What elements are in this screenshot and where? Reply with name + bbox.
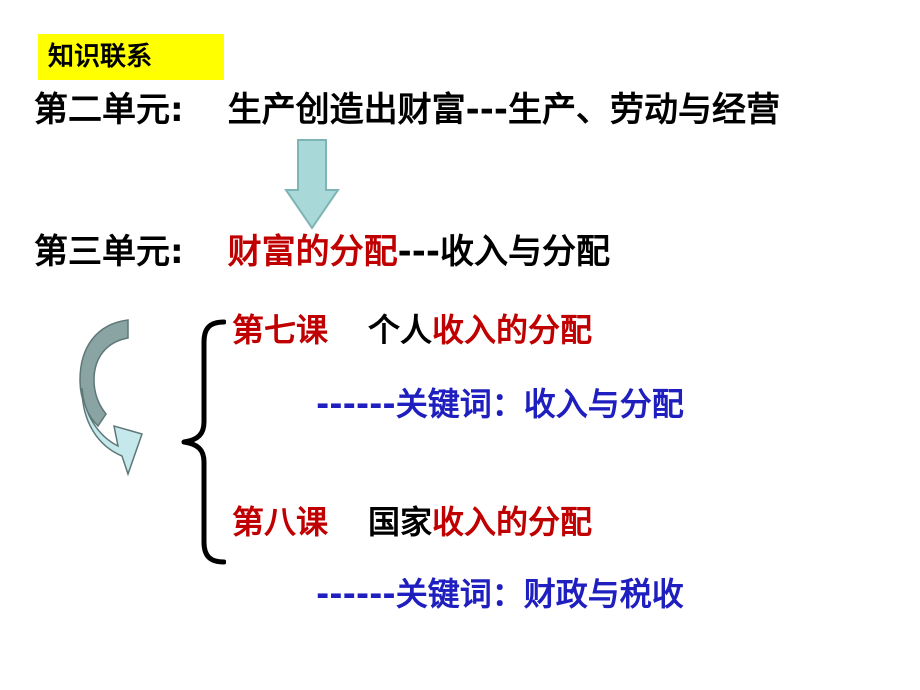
unit3-title-highlight: 财富的分配 (227, 232, 398, 272)
section-tag-label: 知识联系 (48, 42, 153, 72)
lesson7-subject: 个人 (368, 311, 433, 349)
lesson7-keywords: ------关键词：收入与分配 (316, 385, 684, 423)
down-arrow-icon (284, 139, 340, 230)
lesson8-keywords: ------关键词：财政与税收 (316, 575, 684, 613)
left-brace (181, 319, 226, 565)
lesson7-line: 第七课 个人收入的分配 (232, 310, 592, 350)
lesson7-topic: 收入的分配 (432, 311, 593, 349)
unit3-line: 第三单元: 财富的分配---收入与分配 (34, 232, 610, 272)
unit3-label: 第三单元: (34, 232, 184, 272)
lesson8-subject: 国家 (368, 503, 433, 541)
unit3-title-rest: ---收入与分配 (397, 232, 610, 272)
lesson8-line: 第八课 国家收入的分配 (232, 502, 592, 542)
unit2-line: 第二单元: 生产创造出财富---生产、劳动与经营 (34, 90, 780, 130)
curved-arrow-icon (79, 319, 143, 477)
lesson8-topic: 收入的分配 (432, 503, 593, 541)
lesson7-label: 第七课 (232, 311, 329, 349)
lesson8-label: 第八课 (232, 503, 329, 541)
unit2-title: 生产创造出财富---生产、劳动与经营 (227, 90, 780, 130)
section-tag: 知识联系 (38, 34, 224, 80)
unit2-label: 第二单元: (34, 90, 184, 130)
